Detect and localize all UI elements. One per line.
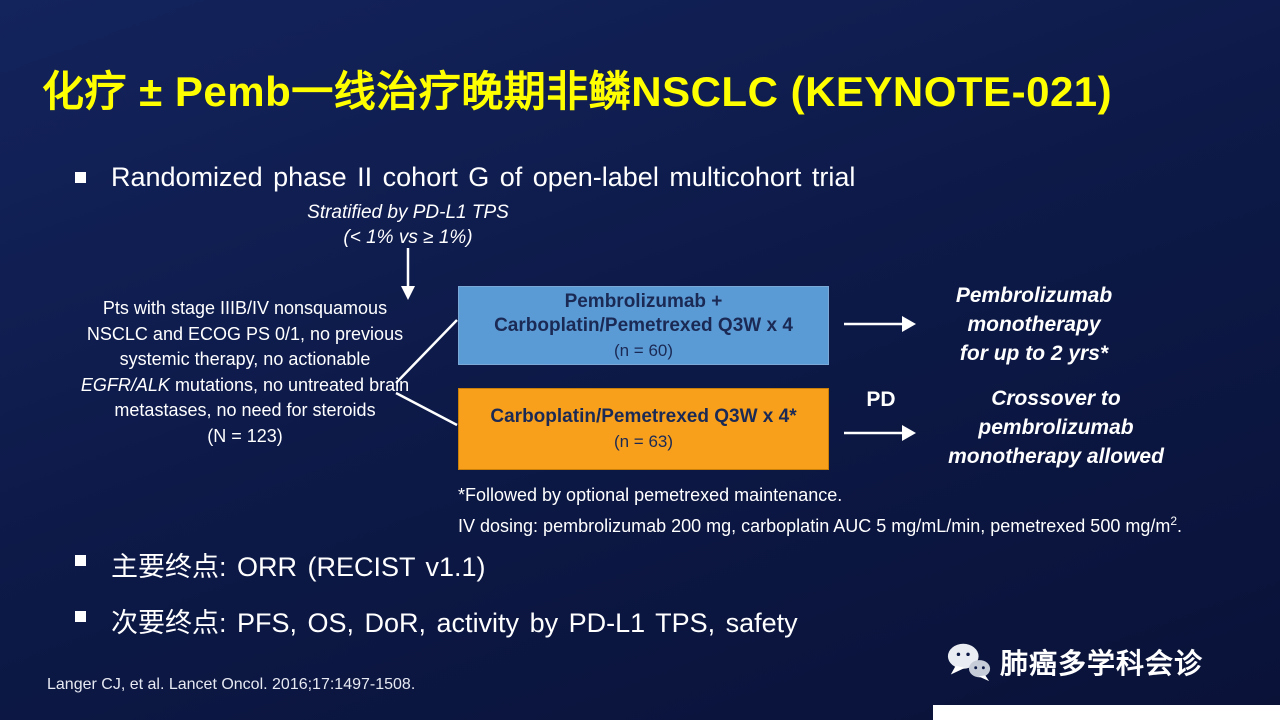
footnotes: *Followed by optional pemetrexed mainten… — [458, 482, 1182, 539]
footnote-superscript: 2 — [1170, 514, 1178, 528]
bullet-item-design: Randomized phase II cohort G of open-lab… — [75, 162, 855, 193]
outcome-monotherapy-line-2: monotherapy — [967, 313, 1101, 336]
footnote-line-2: IV dosing: pembrolizumab 200 mg, carbopl… — [458, 508, 1182, 539]
wechat-icon — [947, 643, 991, 682]
population-description: Pts with stage IIIB/IV nonsquamous NSCLC… — [80, 296, 410, 449]
bottom-white-bar — [933, 705, 1280, 720]
arm-pembro-chemo-box: Pembrolizumab + Carboplatin/Pemetrexed Q… — [458, 286, 829, 365]
bullet-item-primary-endpoint: 主要终点: ORR (RECIST v1.1) — [75, 545, 486, 584]
watermark: 肺癌多学科会诊 — [946, 640, 1203, 684]
outcome-monotherapy-line-1: Pembrolizumab — [955, 284, 1113, 307]
population-gene-italic: EGFR/ALK — [80, 374, 170, 395]
outcome-crossover-line-3: monotherapy allowed — [948, 445, 1164, 468]
arm-pembro-chemo-line-1: Pembrolizumab + — [564, 290, 723, 312]
outcome-crossover-line-2: pembrolizumab — [978, 416, 1134, 439]
bullet-design-text: Randomized phase II cohort G of open-lab… — [111, 162, 856, 192]
bullet-item-secondary-endpoint: 次要终点: PFS, OS, DoR, activity by PD-L1 TP… — [75, 601, 798, 640]
slide-title: 化疗 ± Pemb一线治疗晚期非鳞NSCLC (KEYNOTE-021) — [42, 68, 1113, 115]
stratification-line-2: (< 1% vs ≥ 1%) — [343, 227, 473, 248]
arrow-to-monotherapy-icon — [844, 316, 916, 332]
stratify-down-arrow-icon — [401, 248, 415, 300]
bullet-primary-endpoint-text: 主要终点: ORR (RECIST v1.1) — [111, 552, 486, 582]
arm-pembro-chemo-n: (n = 60) — [613, 340, 674, 360]
arm-pembro-chemo-line-2: Carboplatin/Pemetrexed Q3W x 4 — [494, 314, 793, 336]
stratification-label: Stratified by PD-L1 TPS (< 1% vs ≥ 1%) — [283, 200, 533, 250]
outcome-crossover: Crossover to pembrolizumab monotherapy a… — [925, 384, 1187, 471]
arm-chemo-box: Carboplatin/Pemetrexed Q3W x 4* (n = 63) — [458, 388, 829, 470]
citation: Langer CJ, et al. Lancet Oncol. 2016;17:… — [47, 676, 416, 693]
bullet-square-icon — [75, 555, 86, 566]
footnote-line-2-text: IV dosing: pembrolizumab 200 mg, carbopl… — [458, 516, 1171, 536]
population-text-1: Pts with stage IIIB/IV nonsquamous NSCLC… — [86, 298, 404, 369]
footnote-line-2-end: . — [1177, 516, 1183, 536]
population-text-2: mutations, no untreated brain metastases… — [114, 374, 410, 421]
outcome-monotherapy-line-3: for up to 2 yrs* — [959, 342, 1109, 365]
watermark-text: 肺癌多学科会诊 — [1000, 648, 1204, 679]
branch-lines-icon — [395, 319, 458, 427]
arrow-to-crossover-icon — [844, 425, 916, 441]
bullet-square-icon — [75, 172, 86, 183]
population-n-label: (N = 123) — [207, 425, 283, 446]
outcome-crossover-line-1: Crossover to — [991, 387, 1121, 410]
outcome-monotherapy: Pembrolizumab monotherapy for up to 2 yr… — [928, 281, 1140, 368]
bullet-square-icon — [75, 611, 86, 622]
arm-chemo-n: (n = 63) — [613, 432, 674, 451]
arm-chemo-line-1: Carboplatin/Pemetrexed Q3W x 4* — [490, 406, 797, 427]
bullet-secondary-endpoint-text: 次要终点: PFS, OS, DoR, activity by PD-L1 TP… — [111, 608, 798, 638]
footnote-line-1: *Followed by optional pemetrexed mainten… — [458, 485, 843, 505]
pd-label: PD — [866, 388, 896, 411]
stratification-line-1: Stratified by PD-L1 TPS — [307, 202, 509, 223]
